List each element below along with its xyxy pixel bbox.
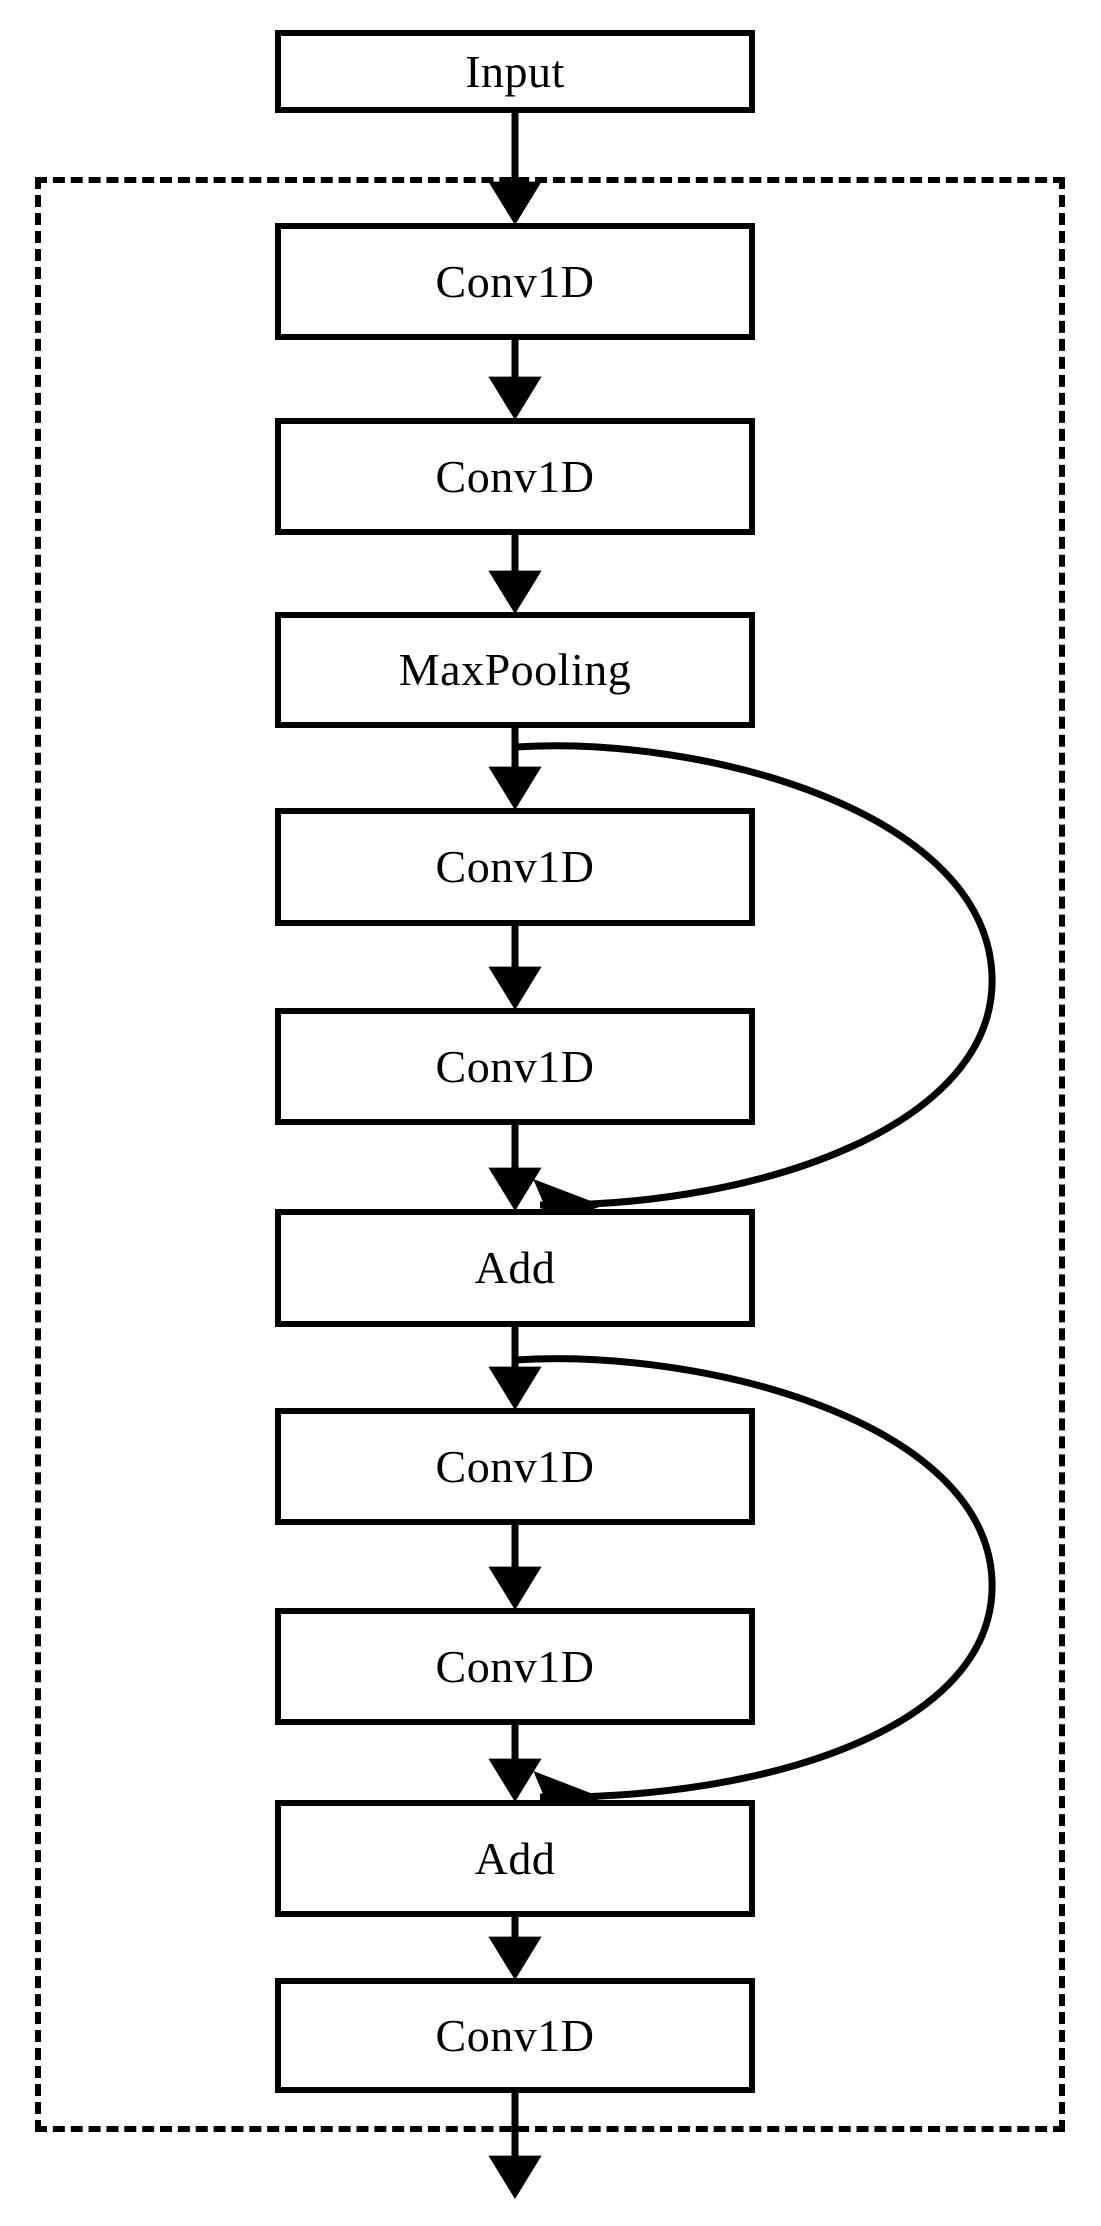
node-add-1[interactable]: Add	[275, 1209, 755, 1327]
node-add-1-label: Add	[474, 1242, 556, 1293]
node-conv1d-5[interactable]: Conv1D	[275, 1408, 755, 1525]
node-conv1d-4-label: Conv1D	[435, 1040, 595, 1092]
skip-connection-1	[514, 742, 996, 1231]
node-conv1d-4[interactable]: Conv1D	[275, 1008, 755, 1125]
node-add-2-label: Add	[474, 1832, 556, 1884]
node-conv1d-1-label: Conv1D	[435, 255, 595, 307]
node-conv1d-5-label: Conv1D	[435, 1440, 595, 1492]
node-conv1d-2-label: Conv1D	[435, 450, 595, 502]
node-add-2[interactable]: Add	[275, 1800, 755, 1917]
skip-connection-2	[514, 1355, 996, 1823]
node-input[interactable]: Input	[275, 30, 755, 113]
node-conv1d-3-label: Conv1D	[435, 841, 595, 892]
node-conv1d-7[interactable]: Conv1D	[275, 1978, 755, 2093]
node-conv1d-2[interactable]: Conv1D	[275, 418, 755, 535]
node-conv1d-1[interactable]: Conv1D	[275, 223, 755, 340]
node-maxpooling-label: MaxPooling	[398, 644, 632, 695]
node-conv1d-6-label: Conv1D	[435, 1640, 595, 1692]
node-conv1d-7-label: Conv1D	[435, 2009, 595, 2061]
node-conv1d-3[interactable]: Conv1D	[275, 808, 755, 926]
node-input-label: Input	[465, 45, 565, 97]
node-maxpooling[interactable]: MaxPooling	[275, 612, 755, 728]
node-conv1d-6[interactable]: Conv1D	[275, 1608, 755, 1725]
